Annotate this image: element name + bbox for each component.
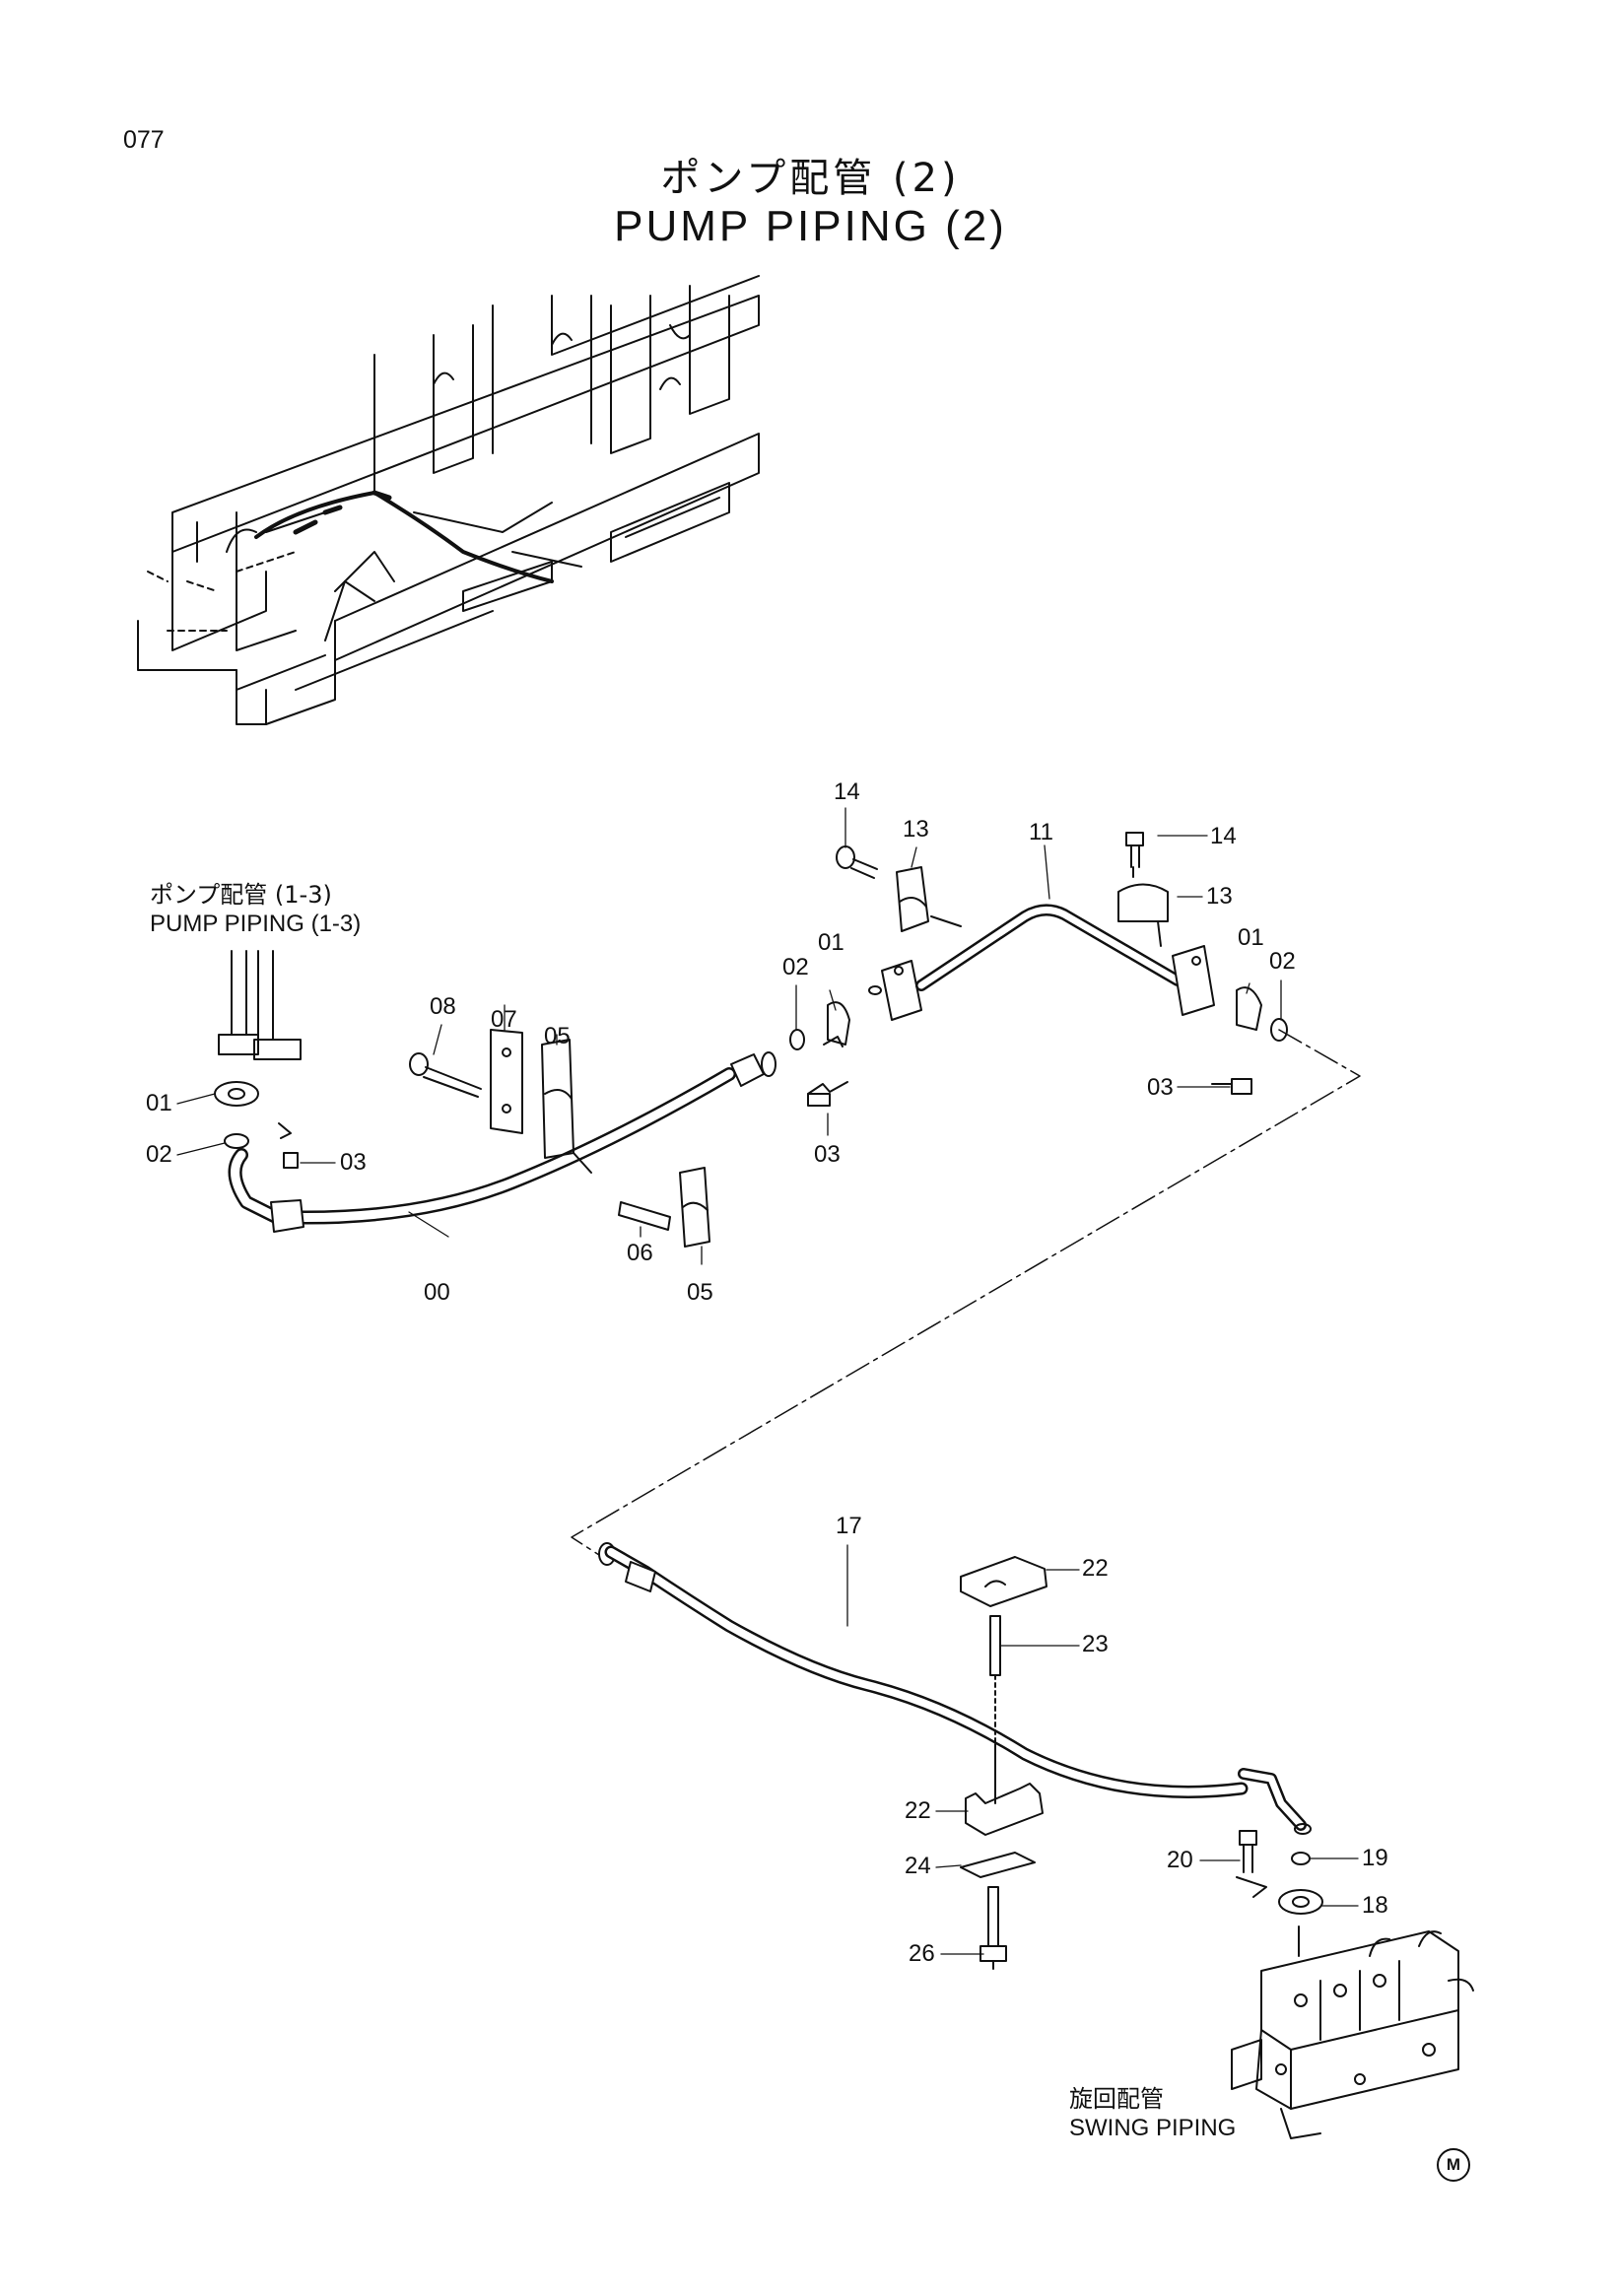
callout-01: 01: [146, 1090, 172, 1116]
callout-03: 03: [814, 1141, 841, 1168]
callout-03: 03: [340, 1149, 367, 1176]
callout-24: 24: [905, 1853, 931, 1879]
split-flange-part-01-middle: [827, 1001, 850, 1046]
plate-part-24: [960, 1852, 1036, 1878]
bolt-part-03-middle: [807, 1093, 831, 1107]
frame-overview-illustration: [137, 275, 760, 725]
callout-00: 00: [424, 1279, 450, 1306]
callout-20: 20: [1167, 1847, 1193, 1873]
bolt-part-08: [409, 1052, 482, 1098]
o-ring-part-02: [224, 1133, 249, 1149]
callout-26: 26: [909, 1940, 935, 1967]
steel-pipe-part-11: [868, 904, 1215, 1021]
bolt-part-14-right: [1125, 832, 1144, 868]
split-flange-part-18: [1278, 1889, 1323, 1915]
callout-03: 03: [1147, 1074, 1174, 1101]
clamp-part-22-bottom: [965, 1783, 1044, 1836]
callout-13: 13: [1206, 883, 1233, 910]
reference-label-japanese: ポンプ配管 (1-3): [150, 881, 332, 909]
callout-17: 17: [836, 1513, 862, 1539]
callout-13: 13: [903, 816, 929, 843]
hose-route-highlight: [254, 491, 554, 583]
bolt-part-26: [979, 1886, 1007, 1970]
callout-14: 14: [834, 778, 860, 805]
clamp-part-22: [960, 1556, 1047, 1607]
callout-05: 05: [687, 1279, 713, 1306]
bolt-part-14: [836, 845, 878, 879]
callout-18: 18: [1362, 1892, 1388, 1919]
callout-02: 02: [782, 954, 809, 980]
reference-label-english: SWING PIPING: [1069, 2115, 1237, 2141]
callout-06: 06: [627, 1240, 653, 1266]
pump-piping-reference-pipes: [218, 950, 302, 1060]
bolt-part-03: [283, 1152, 299, 1169]
bolt-part-20: [1239, 1830, 1257, 1873]
swing-piping-reference: 旋回配管 SWING PIPING: [1069, 2084, 1236, 2143]
o-ring-part-19: [1291, 1852, 1311, 1865]
model-mark-badge: M: [1437, 2148, 1470, 2182]
callout-05: 05: [544, 1023, 571, 1049]
page-title-english: PUMP PIPING (2): [614, 202, 1007, 250]
reference-label-english: PUMP PIPING (1-3): [150, 911, 362, 937]
callout-01: 01: [818, 929, 844, 956]
callout-02: 02: [1269, 948, 1296, 975]
bolt-part-03-right: [1231, 1078, 1252, 1095]
split-flange-part-01-right: [1236, 986, 1262, 1031]
callout-11: 11: [1029, 819, 1053, 845]
o-ring-part-02-middle: [789, 1029, 805, 1050]
clamp-part-13-right: [1117, 883, 1169, 922]
callout-08: 08: [430, 993, 456, 1020]
callout-23: 23: [1082, 1631, 1109, 1657]
clamp-part-05: [541, 1039, 574, 1159]
callout-22: 22: [905, 1797, 931, 1824]
split-flange-part-01: [214, 1081, 259, 1107]
callout-02: 02: [146, 1141, 172, 1168]
callout-leaders: [176, 807, 1359, 1955]
plate-part-07: [490, 1029, 523, 1134]
control-valve-illustration: [1231, 1930, 1474, 2139]
callout-19: 19: [1362, 1845, 1388, 1871]
page-title-japanese: ポンプ配管 (2): [660, 156, 961, 201]
callout-14: 14: [1210, 823, 1237, 849]
callout-01: 01: [1238, 924, 1264, 951]
callout-07: 07: [491, 1006, 517, 1033]
pin-part-23: [989, 1615, 1001, 1676]
callout-22: 22: [1082, 1555, 1109, 1582]
clamp-part-13: [896, 866, 929, 932]
reference-label-japanese: 旋回配管: [1069, 2085, 1164, 2113]
clamp-part-05-lower: [679, 1167, 710, 1248]
connection-leader-line: [571, 1029, 1361, 1556]
pin-part-06: [618, 1201, 671, 1231]
hose-part-17: [598, 1542, 1312, 1835]
o-ring-part-02-right: [1270, 1018, 1288, 1042]
page-number: 077: [123, 126, 165, 154]
pump-piping-1-3-reference: ポンプ配管 (1-3) PUMP PIPING (1-3): [150, 880, 361, 939]
